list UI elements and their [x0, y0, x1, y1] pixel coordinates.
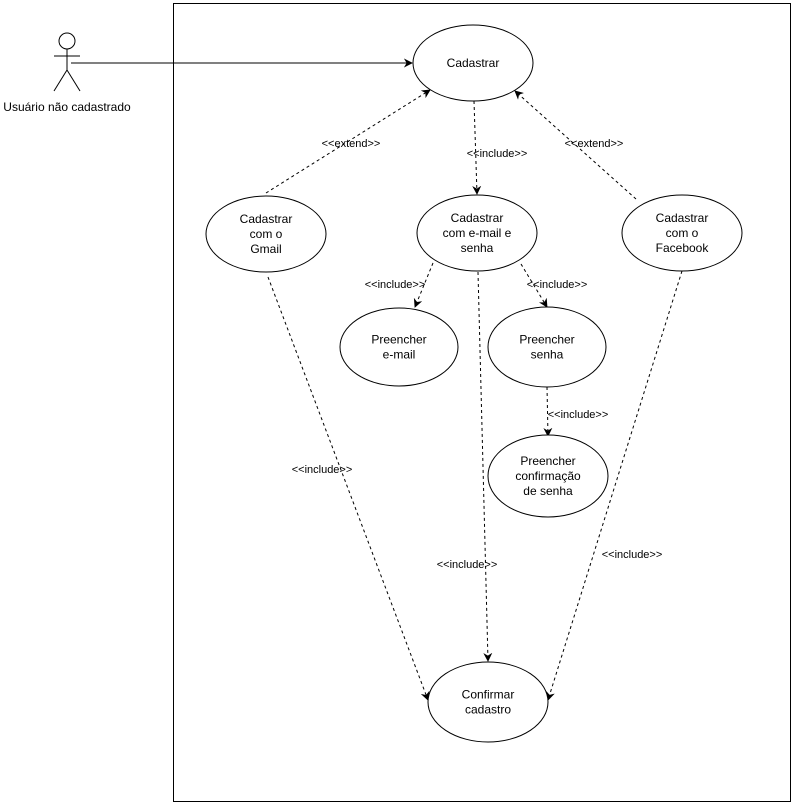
include-email-senha-confirmar-line — [477, 271, 493, 662]
usecase-label-line: Facebook — [656, 241, 710, 255]
usecase-shape — [487, 306, 607, 388]
usecase-label-line: e-mail — [383, 348, 416, 362]
include-email-senha-confirmar-label: <<include>> — [437, 559, 498, 571]
actor-right-leg — [66, 69, 81, 92]
usecase-label-line: Gmail — [250, 242, 281, 256]
usecase-label-line: com o — [250, 227, 283, 241]
usecase-label-line: Confirmar — [462, 688, 515, 702]
usecase-label-line: Preencher — [371, 333, 426, 347]
extend-gmail-line — [265, 89, 431, 194]
usecase-shape — [416, 194, 538, 272]
include-preencher-senha-label: <<include>> — [527, 279, 588, 291]
usecase-cadastrar[interactable]: Cadastrar — [412, 24, 534, 102]
include-facebook-confirmar-line — [546, 270, 683, 701]
system-boundary — [173, 3, 791, 802]
usecase-label-line: com e-mail e — [443, 226, 512, 240]
usecase-label-line: Cadastrar — [447, 56, 500, 70]
usecase-label-line: Preencher — [520, 454, 575, 468]
extend-facebook-label: <<extend>> — [565, 138, 624, 150]
usecase-label-line: senha — [461, 241, 494, 255]
actor-usuario[interactable]: Usuário não cadastrado — [3, 32, 131, 114]
include-email-senha-label: <<include>> — [467, 148, 528, 160]
usecase-label-line: Cadastrar — [451, 211, 504, 225]
usecase-shape — [339, 307, 459, 387]
usecase-label-line: cadastro — [465, 703, 511, 717]
usecase-shape — [487, 434, 609, 518]
include-confirmacao-senha-line — [543, 386, 553, 437]
usecase-shape — [621, 194, 743, 272]
usecase-label-line: confirmação — [515, 469, 581, 483]
include-confirmacao-senha-label: <<include>> — [548, 409, 609, 421]
usecase-shape — [427, 661, 549, 743]
usecase-label-line: senha — [531, 348, 564, 362]
extend-gmail-label: <<extend>> — [322, 138, 381, 150]
usecase-label-line: com o — [666, 226, 699, 240]
actor-left-leg — [53, 69, 68, 92]
include-facebook-confirmar-label: <<include>> — [602, 549, 663, 561]
usecase-label-line: de senha — [523, 484, 573, 498]
include-preencher-email-line — [413, 262, 434, 308]
usecase-label-line: Preencher — [519, 333, 574, 347]
include-preencher-senha-line — [520, 263, 548, 308]
usecase-shape — [412, 24, 534, 102]
include-preencher-email-label: <<include>> — [365, 279, 426, 291]
actor-label: Usuário não cadastrado — [3, 100, 131, 114]
include-gmail-confirmar-label: <<include>> — [292, 464, 353, 476]
usecase-label-line: Cadastrar — [656, 211, 709, 225]
actor-head — [58, 32, 76, 50]
usecase-shape — [205, 195, 327, 273]
usecase-label-line: Cadastrar — [240, 212, 293, 226]
